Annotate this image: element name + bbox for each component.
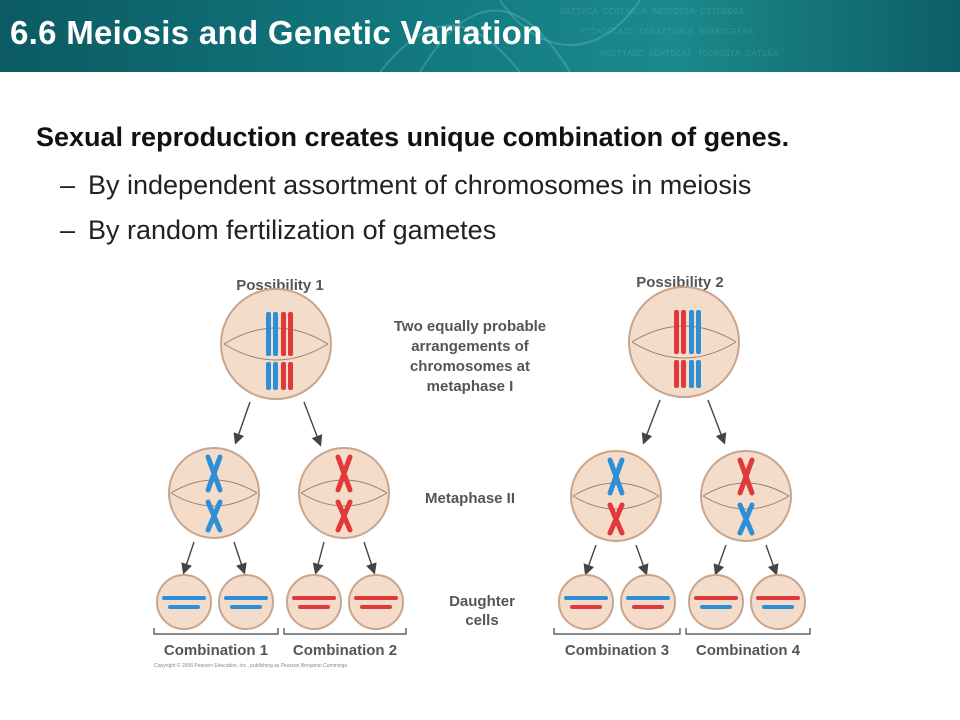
meiosis-diagram: Possibility 1 Possibility 2 Two equally …	[153, 274, 811, 669]
combination-1-label: Combination 1	[164, 642, 268, 659]
daughter-cells	[156, 574, 806, 630]
metaphase-ii-cell	[298, 447, 390, 539]
metaphase-ii-label: Metaphase II	[425, 490, 515, 507]
daughter-cell	[558, 574, 614, 630]
metaphase-ii-cell	[570, 450, 662, 542]
dash-icon: –	[60, 170, 76, 200]
daughter-cell	[348, 574, 404, 630]
daughter-cell	[286, 574, 342, 630]
metaphase-ii-cell	[168, 447, 260, 539]
center-note-line: metaphase I	[427, 378, 514, 395]
possibility-2-label: Possibility 2	[636, 274, 724, 291]
combination-2-label: Combination 2	[293, 642, 397, 659]
center-note-line: Two equally probable	[394, 318, 546, 335]
center-note-line: arrangements of	[411, 338, 530, 355]
sub-bullet-2-text: By random fertilization of gametes	[88, 215, 497, 245]
svg-text:AGCTTAGC GGATCCAT TCCAGGTA CAT: AGCTTAGC GGATCCAT TCCAGGTA CATGGA	[600, 49, 779, 59]
daughter-cell	[620, 574, 676, 630]
dna-helix-background: GATTACA CCGTAGCA AGTCCGTA CTTAGGCA TTCAG…	[379, 0, 779, 72]
sub-bullet-1: –By independent assortment of chromosome…	[60, 170, 751, 201]
combination-brackets	[153, 628, 811, 635]
metaphase-ii-cells	[168, 447, 792, 542]
metaphase-ii-cell	[700, 450, 792, 542]
center-note-line: chromosomes at	[410, 358, 530, 375]
copyright-text: Copyright © 2006 Pearson Education, Inc.…	[154, 662, 348, 669]
arrows-level-1	[233, 399, 727, 447]
daughter-cell	[750, 574, 806, 630]
daughter-cell	[156, 574, 212, 630]
daughter-cell	[218, 574, 274, 630]
metaphase-i-cell-2	[628, 286, 740, 398]
sub-bullet-2: –By random fertilization of gametes	[60, 215, 496, 246]
arrows-level-2	[181, 541, 779, 576]
daughter-cell	[688, 574, 744, 630]
slide-title: 6.6 Meiosis and Genetic Variation	[10, 14, 543, 51]
metaphase-i-cell-1	[220, 288, 332, 400]
center-note: Two equally probable arrangements of chr…	[394, 318, 546, 395]
combination-3-label: Combination 3	[565, 642, 669, 659]
title-banner: GATTACA CCGTAGCA AGTCCGTA CTTAGGCA TTCAG…	[0, 0, 960, 72]
daughter-cells-label: Daughter	[449, 593, 515, 610]
daughter-cells-label: cells	[465, 612, 498, 629]
main-bullet: Sexual reproduction creates unique combi…	[36, 122, 790, 152]
svg-text:GATTACA CCGTAGCA AGTCCGTA CTTA: GATTACA CCGTAGCA AGTCCGTA CTTAGGCA	[560, 7, 744, 17]
svg-text:TTCAGGCATC CCGATTAGCA GGTACCGT: TTCAGGCATC CCGATTAGCA GGTACCGTAA	[580, 27, 753, 37]
dash-icon: –	[60, 215, 76, 245]
sub-bullet-1-text: By independent assortment of chromosomes…	[88, 170, 752, 200]
possibility-1-label: Possibility 1	[236, 277, 324, 294]
combination-4-label: Combination 4	[696, 642, 801, 659]
